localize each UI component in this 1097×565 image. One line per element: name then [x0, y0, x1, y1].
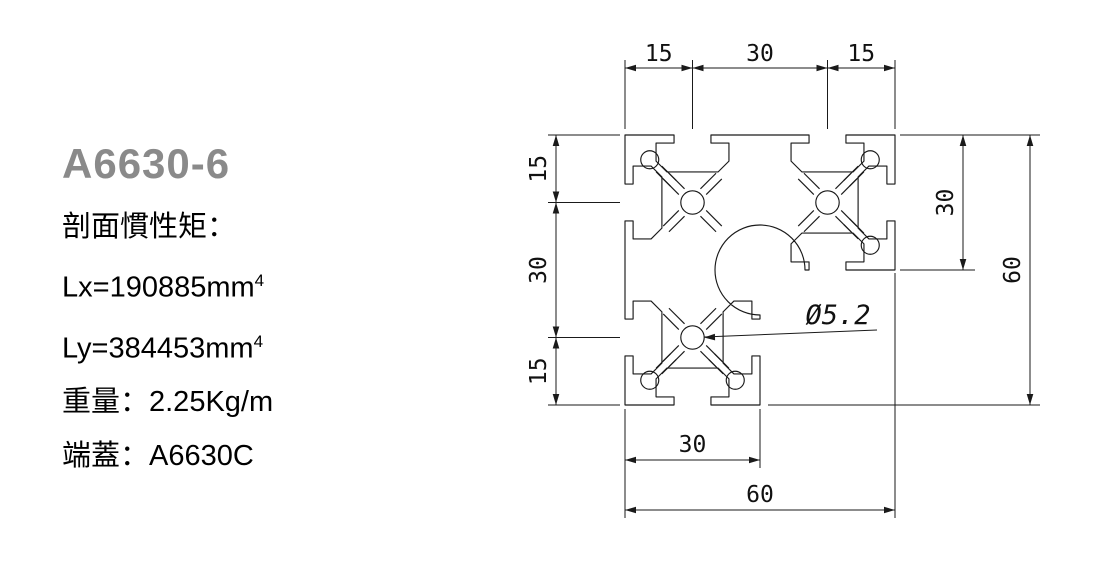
web-line [700, 172, 717, 190]
weight-line: 重量：2.25Kg/m [62, 386, 274, 419]
web-line [849, 171, 865, 187]
web-line [655, 171, 671, 187]
dim-left-top: 15 [526, 155, 552, 183]
dimension-lines [548, 60, 1040, 518]
dim-right-arm-height: 30 [933, 189, 959, 217]
web-line [661, 165, 677, 181]
arrowhead [552, 202, 560, 214]
web-line [714, 353, 730, 369]
info-panel: A6630-6 剖面慣性矩： Lx=190885mm4 Ly=384453mm4… [62, 140, 273, 483]
web-line [662, 210, 680, 227]
endcap-line: 端蓋：A6630C [62, 440, 254, 473]
profile-outline [624, 134, 896, 406]
dim-overall-height: 60 [1000, 256, 1026, 284]
dimension-arrows [552, 64, 1034, 514]
center-bore-hole [815, 190, 840, 215]
dim-top-left: 15 [645, 41, 673, 67]
web-line [668, 307, 685, 325]
arrowhead [552, 394, 560, 405]
hole-diameter-callout: Ø5.2 [805, 300, 870, 331]
leader-line [703, 329, 878, 338]
arrowhead [1026, 394, 1034, 405]
arrowhead [681, 64, 693, 72]
dim-left-bottom: 15 [526, 357, 552, 385]
web-line [705, 313, 723, 330]
arrowhead [625, 64, 636, 72]
arrowhead [749, 456, 760, 464]
web-line [797, 178, 815, 195]
center-bore-hole [680, 325, 705, 350]
lx-line: Lx=190885mm4 [62, 254, 273, 315]
arrowhead [625, 506, 636, 514]
web-line [849, 218, 865, 234]
ly-exponent: 4 [253, 331, 264, 351]
corner-hole [640, 370, 660, 390]
web-line [705, 178, 723, 195]
arrowhead [884, 64, 895, 72]
arrowhead [552, 326, 560, 338]
ly-line: Ly=384453mm4 [62, 315, 273, 376]
web-line [662, 313, 680, 330]
dim-top-middle: 30 [746, 41, 774, 67]
dim-top-right: 15 [847, 41, 875, 67]
web-line [708, 359, 724, 375]
center-bore-hole [680, 190, 705, 215]
lx-exponent: 4 [254, 271, 265, 290]
arrowhead [827, 64, 839, 72]
corner-hole [640, 150, 660, 170]
web-line [803, 172, 820, 190]
dimension-labels: 15 30 15 15 30 15 30 60 30 60 Ø5.2 [526, 41, 1026, 508]
web-line [661, 359, 677, 375]
arrowhead [552, 337, 560, 349]
web-line [700, 215, 717, 233]
web-line [668, 215, 685, 233]
arrowhead [625, 456, 636, 464]
arrowhead [552, 135, 560, 146]
arrowhead [552, 191, 560, 203]
web-line [797, 210, 815, 227]
arrowhead [816, 64, 828, 72]
web-line [700, 307, 717, 325]
profile-cross-section [624, 134, 896, 406]
inertia-heading: 剖面慣性矩： [62, 211, 237, 243]
ly-text: Ly=384453mm [62, 332, 254, 365]
web-line [843, 165, 859, 181]
lx-text: Lx=190885mm [62, 271, 255, 304]
corner-hole [725, 370, 745, 390]
arrowhead [959, 135, 967, 146]
corner-hole [860, 235, 880, 255]
arrowhead [959, 259, 967, 270]
dim-bottom-arm-width: 30 [679, 432, 707, 458]
web-line [843, 224, 859, 240]
arrowhead [1026, 135, 1034, 146]
web-line [803, 215, 820, 233]
web-line [655, 353, 671, 369]
arrowhead [884, 506, 895, 514]
dim-left-middle: 30 [526, 256, 552, 284]
model-number: A6630-6 [62, 140, 231, 187]
dim-overall-width: 60 [746, 482, 774, 508]
arrowhead [704, 333, 716, 341]
corner-hole [860, 150, 880, 170]
arrowhead [692, 64, 704, 72]
web-line [705, 210, 723, 227]
